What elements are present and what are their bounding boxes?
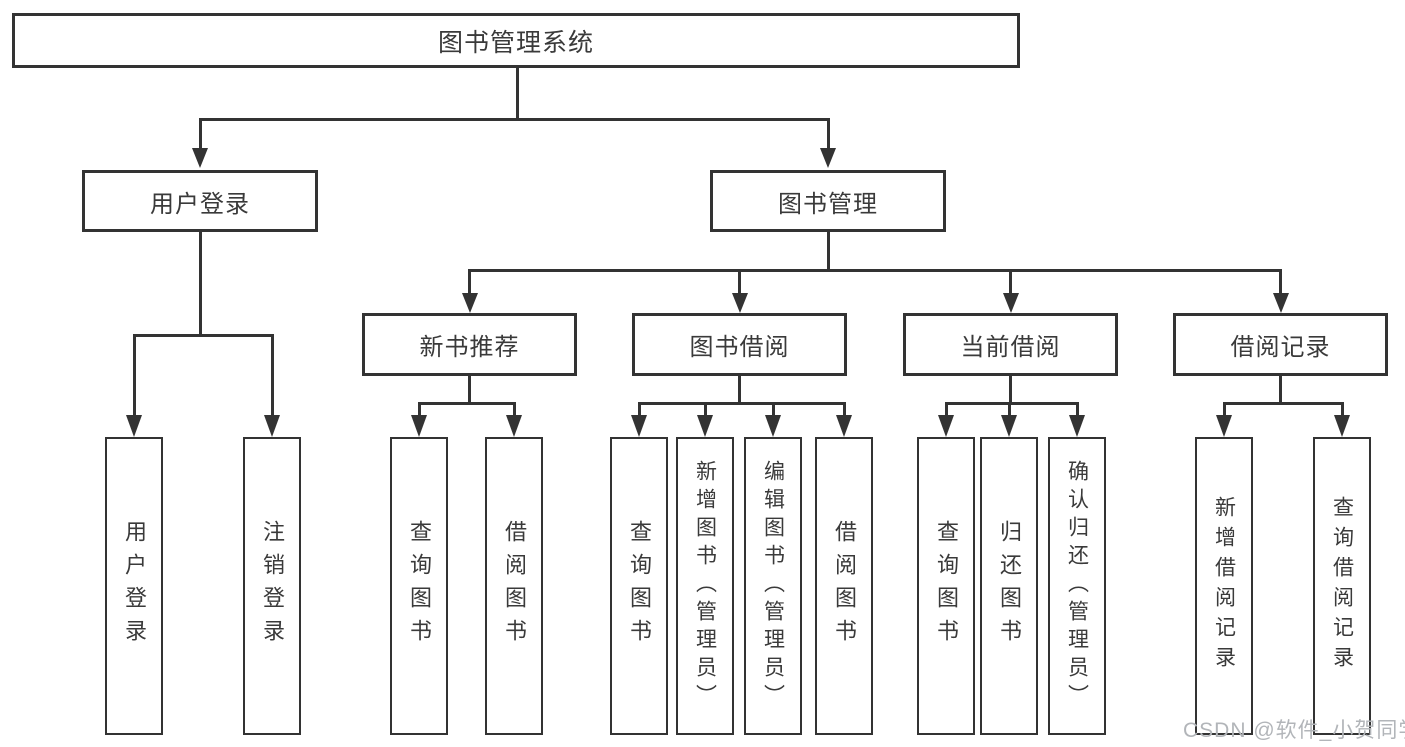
arrowhead-down-icon — [264, 415, 280, 437]
arrowhead-down-icon — [461, 293, 478, 313]
connector-vline — [468, 269, 471, 295]
connector-hline — [417, 402, 516, 405]
connector-vline — [826, 118, 830, 151]
node-leaf-borrow-books: 借阅图书 — [815, 437, 873, 735]
connector-vline — [1075, 402, 1079, 417]
arrowhead-down-icon — [192, 148, 208, 168]
csdn-watermark: CSDN @软件_小贺同学 — [1183, 719, 1405, 742]
connector-hline — [1222, 402, 1344, 405]
node-leaf-add-borrow-record: 新增借阅记录 — [1195, 437, 1253, 735]
connector-vline — [1279, 376, 1282, 403]
arrowhead-down-icon — [1069, 415, 1085, 437]
arrowhead-down-icon — [1334, 415, 1350, 437]
connector-vline — [515, 68, 519, 120]
node-leaf-return-book: 归还图书 — [980, 437, 1038, 735]
arrowhead-down-icon — [1272, 293, 1289, 313]
connector-vline — [1279, 269, 1282, 295]
connector-vline — [738, 269, 741, 295]
leaf-label: 编辑图书（管理员） — [761, 460, 785, 712]
node-leaf-query-borrow-record: 查询借阅记录 — [1313, 437, 1371, 735]
arrowhead-down-icon — [820, 148, 836, 168]
connector-vline — [1340, 402, 1344, 417]
node-book-management: 图书管理 — [710, 170, 946, 232]
leaf-label: 查询图书 — [934, 520, 959, 652]
arrowhead-down-icon — [731, 293, 748, 313]
connector-hline — [198, 118, 830, 121]
connector-vline — [417, 402, 421, 417]
leaf-label: 查询图书 — [627, 520, 652, 652]
arrowhead-down-icon — [938, 415, 954, 437]
connector-vline — [826, 232, 830, 270]
connector-hline — [637, 402, 846, 405]
node-root-library-system: 图书管理系统 — [12, 13, 1020, 68]
connector-vline — [198, 118, 202, 151]
arrowhead-down-icon — [1216, 415, 1232, 437]
leaf-label: 新增借阅记录 — [1212, 496, 1236, 676]
arrowhead-down-icon — [836, 415, 852, 437]
arrowhead-down-icon — [126, 415, 142, 437]
node-leaf-borrow-books-recommend: 借阅图书 — [485, 437, 543, 735]
connector-vline — [198, 232, 202, 335]
connector-vline — [738, 376, 741, 403]
node-current-borrowing: 当前借阅 — [903, 313, 1118, 376]
connector-vline — [512, 402, 516, 417]
leaf-label: 用户登录 — [122, 520, 147, 652]
connector-vline — [1007, 402, 1011, 417]
node-leaf-user-login: 用户登录 — [105, 437, 163, 735]
leaf-label: 查询借阅记录 — [1330, 496, 1354, 676]
node-leaf-query-books-current: 查询图书 — [917, 437, 975, 735]
arrowhead-down-icon — [631, 415, 647, 437]
leaf-label: 借阅图书 — [832, 520, 857, 652]
node-leaf-confirm-return-admin: 确认归还（管理员） — [1048, 437, 1106, 735]
node-leaf-add-book-admin: 新增图书（管理员） — [676, 437, 734, 735]
connector-vline — [944, 402, 948, 417]
node-leaf-edit-book-admin: 编辑图书（管理员） — [744, 437, 802, 735]
connector-vline — [703, 402, 707, 417]
node-leaf-query-books-borrowing: 查询图书 — [610, 437, 668, 735]
connector-vline — [637, 402, 641, 417]
arrowhead-down-icon — [1001, 415, 1017, 437]
node-user-login: 用户登录 — [82, 170, 318, 232]
arrowhead-down-icon — [411, 415, 427, 437]
connector-vline — [771, 402, 775, 417]
connector-hline — [944, 402, 1079, 405]
arrowhead-down-icon — [1002, 293, 1019, 313]
arrowhead-down-icon — [506, 415, 522, 437]
connector-vline — [270, 334, 274, 415]
connector-vline — [132, 334, 136, 415]
connector-vline — [1222, 402, 1226, 417]
leaf-label: 归还图书 — [997, 520, 1022, 652]
leaf-label: 查询图书 — [407, 520, 432, 652]
arrowhead-down-icon — [765, 415, 781, 437]
node-book-borrowing: 图书借阅 — [632, 313, 847, 376]
connector-vline — [1009, 376, 1012, 403]
connector-vline — [842, 402, 846, 417]
arrowhead-down-icon — [697, 415, 713, 437]
connector-hline — [132, 334, 274, 337]
node-leaf-query-books-recommend: 查询图书 — [390, 437, 448, 735]
connector-vline — [468, 376, 471, 403]
node-new-book-recommend: 新书推荐 — [362, 313, 577, 376]
connector-hline — [468, 269, 1282, 272]
leaf-label: 新增图书（管理员） — [693, 460, 717, 712]
node-leaf-logout: 注销登录 — [243, 437, 301, 735]
leaf-label: 确认归还（管理员） — [1065, 460, 1089, 712]
connector-vline — [1009, 269, 1012, 295]
leaf-label: 注销登录 — [260, 520, 285, 652]
node-borrowing-records: 借阅记录 — [1173, 313, 1388, 376]
leaf-label: 借阅图书 — [502, 520, 527, 652]
